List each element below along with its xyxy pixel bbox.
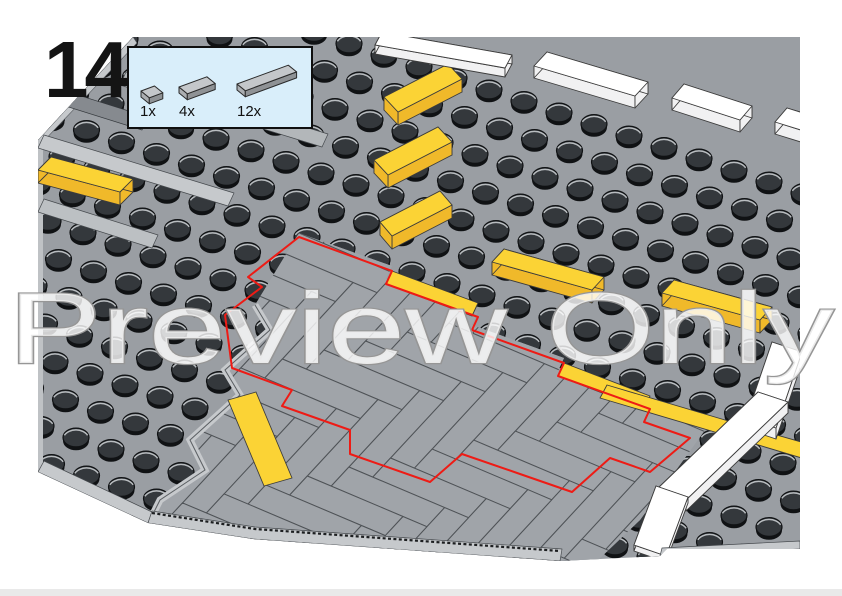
part-count-1x1: 1x xyxy=(140,103,156,120)
step-number: 14 xyxy=(44,25,129,114)
part-count-1x4: 12x xyxy=(237,103,262,120)
preview-watermark: Preview Only xyxy=(8,273,835,385)
page-footer-bar xyxy=(0,589,842,596)
parts-callout-icons xyxy=(140,64,298,105)
parts-callout: 1x 4x 12x xyxy=(127,46,313,129)
part-count-1x2: 4x xyxy=(179,103,195,120)
